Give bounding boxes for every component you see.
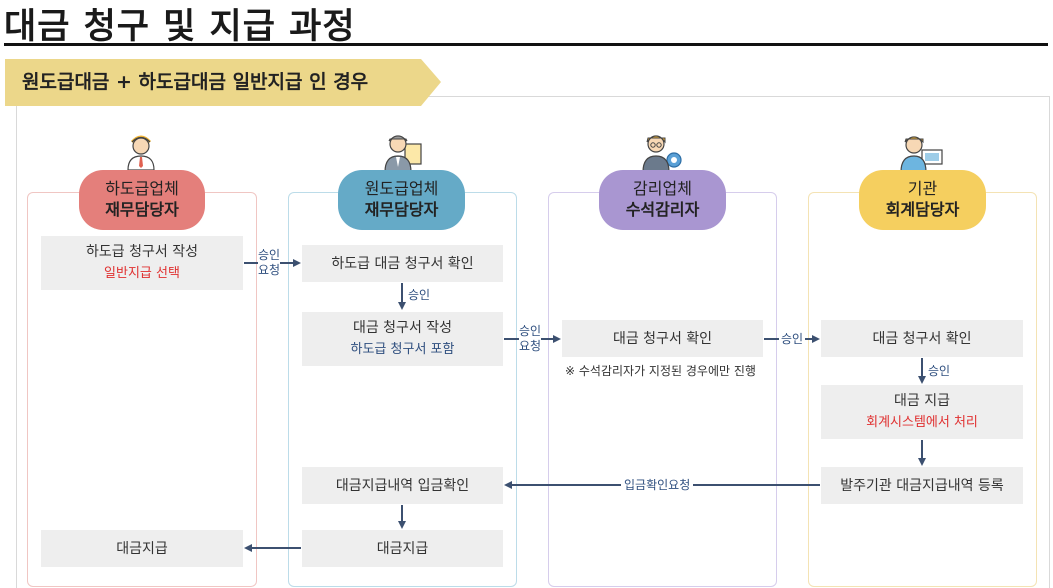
person-gear-icon bbox=[642, 135, 682, 172]
banner-text: 원도급대금 + 하도급대금 일반지급 인 경우 bbox=[22, 71, 369, 93]
prime-payment-box: 대금지급 bbox=[302, 530, 503, 567]
label-deposit-request: 입금확인요청 bbox=[621, 478, 694, 493]
role-agency-line1: 기관 bbox=[907, 179, 938, 198]
prime-confirm-box: 하도급 대금 청구서 확인 bbox=[302, 245, 503, 282]
role-supervisor: 감리업체 수석감리자 bbox=[599, 170, 726, 230]
role-prime: 원도급업체 재무담당자 bbox=[338, 170, 465, 230]
sub-invoice-text: 하도급 청구서 작성 bbox=[86, 244, 198, 260]
sub-payment-text: 대금지급 bbox=[116, 540, 168, 557]
prime-receipt-text: 대금지급내역 입금확인 bbox=[335, 477, 470, 494]
prime-payment-text: 대금지급 bbox=[376, 540, 429, 557]
role-subcontractor-line2: 재무담당자 bbox=[105, 200, 179, 219]
prime-receipt-box: 대금지급내역 입금확인 bbox=[302, 467, 503, 504]
title-underline bbox=[4, 43, 1048, 46]
person-monitor-icon bbox=[900, 136, 943, 172]
sup-confirm-box: 대금 청구서 확인 bbox=[562, 320, 763, 357]
banner-shape bbox=[5, 59, 441, 106]
agency-pay-sub: 회계시스템에서 처리 bbox=[866, 415, 978, 430]
label-approve-request-1: 승인 요청 bbox=[258, 248, 281, 278]
label-approve-request-2-a: 승인 bbox=[519, 324, 542, 338]
label-approve-3: 승인 bbox=[928, 364, 951, 378]
supervisor-note: ※ 수석감리자가 지정된 경우에만 진행 bbox=[565, 364, 756, 378]
role-prime-line1: 원도급업체 bbox=[364, 179, 439, 198]
prime-invoice-sub: 하도급 청구서 포함 bbox=[350, 342, 455, 357]
sup-confirm-text: 대금 청구서 확인 bbox=[612, 330, 713, 347]
person-document-icon bbox=[384, 135, 422, 172]
label-approve-2: 승인 bbox=[779, 332, 806, 347]
agency-confirm-box: 대금 청구서 확인 bbox=[821, 320, 1023, 357]
sub-payment-box: 대금지급 bbox=[41, 530, 243, 567]
label-approve-request-2-b: 요청 bbox=[519, 339, 542, 353]
role-supervisor-line1: 감리업체 bbox=[633, 179, 692, 198]
role-supervisor-line2: 수석감리자 bbox=[625, 200, 700, 219]
person-icon bbox=[127, 135, 155, 170]
label-approve-request-1-b: 요청 bbox=[258, 263, 281, 277]
role-agency: 기관 회계담당자 bbox=[859, 170, 986, 230]
page-title: 대금 청구 및 지급 과정 bbox=[4, 7, 356, 47]
agency-pay-text: 대금 지급 bbox=[894, 393, 950, 409]
agency-pay-box: 대금 지급 회계시스템에서 처리 bbox=[821, 385, 1023, 439]
agency-register-text: 발주기관 대금지급내역 등록 bbox=[840, 477, 1004, 494]
prime-confirm-text: 하도급 대금 청구서 확인 bbox=[331, 255, 474, 272]
agency-confirm-text: 대금 청구서 확인 bbox=[872, 330, 972, 347]
role-agency-line2: 회계담당자 bbox=[885, 200, 960, 219]
label-approve-request-1-a: 승인 bbox=[258, 248, 281, 262]
agency-register-box: 발주기관 대금지급내역 등록 bbox=[821, 467, 1023, 504]
prime-invoice-text: 대금 청구서 작성 bbox=[352, 320, 453, 336]
sub-invoice-sub: 일반지급 선택 bbox=[104, 266, 180, 281]
role-subcontractor-line1: 하도급업체 bbox=[105, 179, 179, 198]
label-approve-1: 승인 bbox=[408, 288, 431, 302]
role-subcontractor: 하도급업체 재무담당자 bbox=[79, 170, 205, 230]
prime-invoice-box: 대금 청구서 작성 하도급 청구서 포함 bbox=[302, 312, 503, 366]
sub-invoice-box: 하도급 청구서 작성 일반지급 선택 bbox=[41, 236, 243, 290]
label-approve-request-2: 승인 요청 bbox=[519, 324, 542, 354]
role-prime-line2: 재무담당자 bbox=[364, 200, 439, 219]
